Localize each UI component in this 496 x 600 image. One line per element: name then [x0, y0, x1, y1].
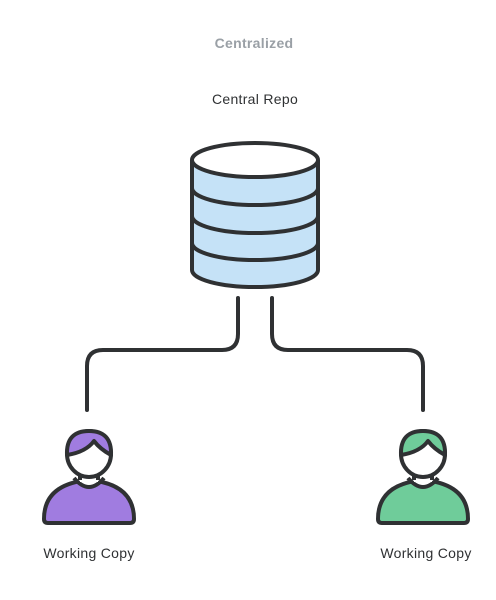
database-icon	[190, 141, 320, 289]
connector-right	[270, 296, 425, 412]
working-copy-label: Working Copy	[380, 545, 472, 561]
user-icon	[42, 429, 136, 525]
working-copy-label: Working Copy	[43, 545, 135, 561]
central-repo-label: Central Repo	[211, 91, 299, 107]
diagram-title: Centralized	[214, 35, 294, 51]
user-icon	[376, 429, 470, 525]
connector-left	[85, 296, 240, 412]
